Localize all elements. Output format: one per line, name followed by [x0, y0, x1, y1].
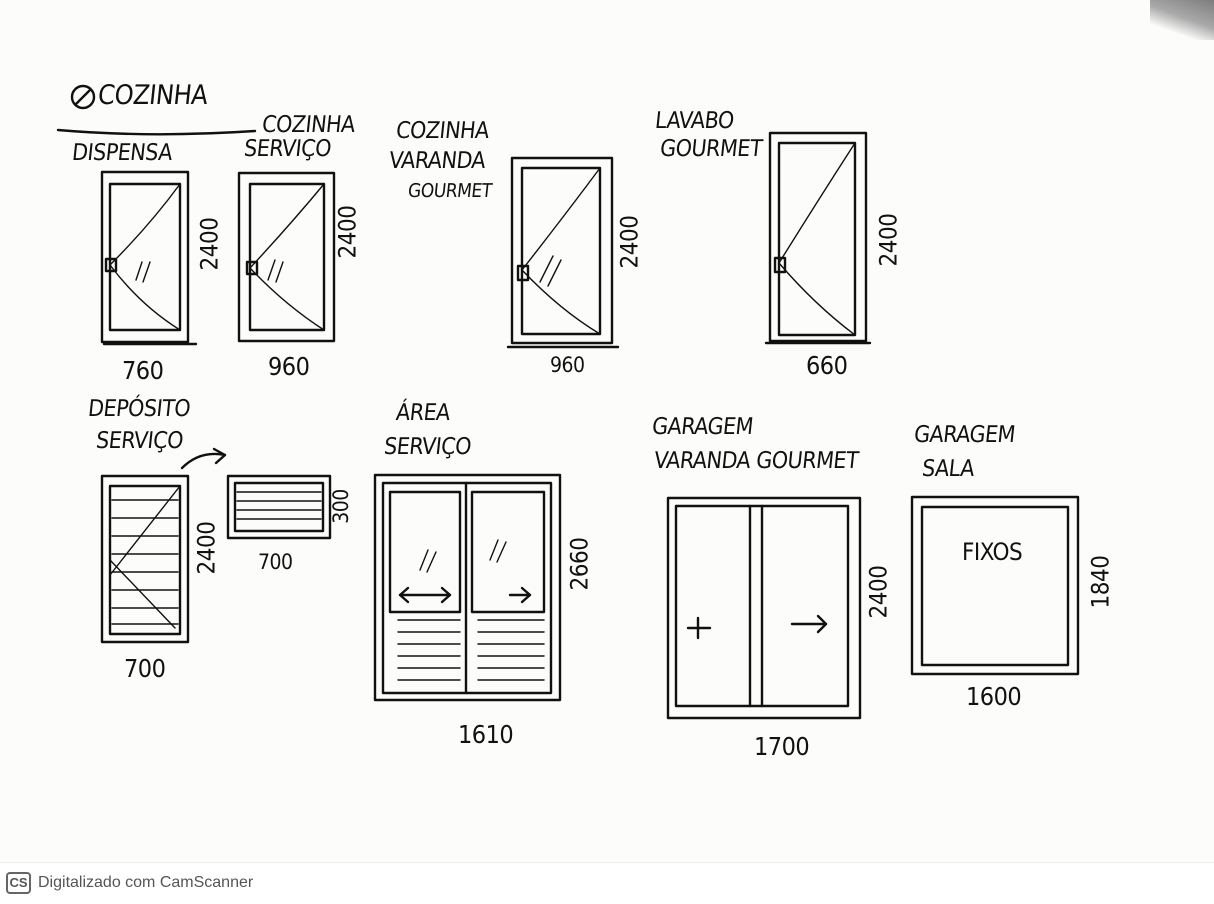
label-dispensa: DISPENSA — [70, 140, 174, 166]
height-dim-garagem-varanda: 2400 — [864, 565, 893, 619]
scanner-footer: CS Digitalizado com CamScanner — [0, 862, 1214, 904]
heading-marks — [56, 84, 257, 136]
width-dim-area-servico: 1610 — [458, 720, 514, 749]
width-dim-cozinha-servico: 960 — [268, 352, 310, 381]
height-dim-deposito-window: 300 — [328, 489, 353, 524]
frame-lavabo-gourmet — [764, 131, 872, 345]
label-cozinha-varanda-2: VARANDA — [387, 148, 487, 174]
footer-text: Digitalizado com CamScanner — [38, 874, 254, 891]
label-area-servico-1: ÁREA — [394, 400, 452, 426]
height-dim-dispensa: 2400 — [195, 217, 224, 271]
frame-deposito-servico — [100, 447, 332, 644]
width-dim-deposito: 700 — [124, 654, 166, 683]
section-title: COZINHA — [96, 80, 210, 111]
camscanner-logo-icon: CS — [6, 872, 31, 894]
height-dim-deposito: 2400 — [192, 521, 221, 575]
label-garagem-varanda-2: VARANDA GOURMET — [652, 448, 860, 474]
frame-dispensa — [100, 170, 198, 346]
label-lavabo-2: GOURMET — [658, 136, 764, 162]
height-dim-lavabo: 2400 — [874, 213, 903, 267]
frame-area-servico — [373, 473, 562, 702]
width-dim-lavabo: 660 — [806, 351, 848, 380]
height-dim-area-servico: 2660 — [565, 537, 594, 591]
label-cozinha-servico-1: COZINHA — [260, 112, 357, 138]
label-deposito-2: SERVIÇO — [94, 428, 185, 454]
note-fixos: FIXOS — [962, 538, 1023, 566]
height-dim-cozinha-servico: 2400 — [333, 205, 362, 259]
label-area-servico-2: SERVIÇO — [382, 434, 473, 460]
label-lavabo-1: LAVABO — [653, 108, 736, 134]
sketch-drawing — [56, 84, 1080, 720]
frame-cozinha-varanda — [506, 156, 620, 349]
width-dim-garagem-varanda: 1700 — [754, 732, 810, 761]
frame-cozinha-servico — [237, 171, 336, 343]
label-garagem-varanda-1: GARAGEM — [650, 414, 755, 440]
frame-garagem-sala — [910, 495, 1080, 676]
width-dim-dispensa: 760 — [122, 356, 164, 385]
scan-corner-shadow — [1150, 0, 1214, 40]
scanned-sheet — [0, 0, 1214, 862]
width-dim-garagem-sala: 1600 — [966, 682, 1022, 711]
height-dim-cozinha-varanda: 2400 — [615, 215, 644, 269]
width-dim-cozinha-varanda: 960 — [550, 353, 585, 377]
frame-garagem-varanda — [666, 496, 862, 720]
label-cozinha-varanda-3: GOURMET — [406, 180, 493, 202]
width-dim-deposito-window: 700 — [258, 550, 293, 574]
label-garagem-sala-2: SALA — [920, 456, 976, 482]
label-deposito-1: DEPÓSITO — [86, 396, 192, 422]
height-dim-garagem-sala: 1840 — [1086, 555, 1115, 609]
label-garagem-sala-1: GARAGEM — [912, 422, 1017, 448]
label-cozinha-servico-2: SERVIÇO — [242, 136, 333, 162]
label-cozinha-varanda-1: COZINHA — [394, 118, 491, 144]
